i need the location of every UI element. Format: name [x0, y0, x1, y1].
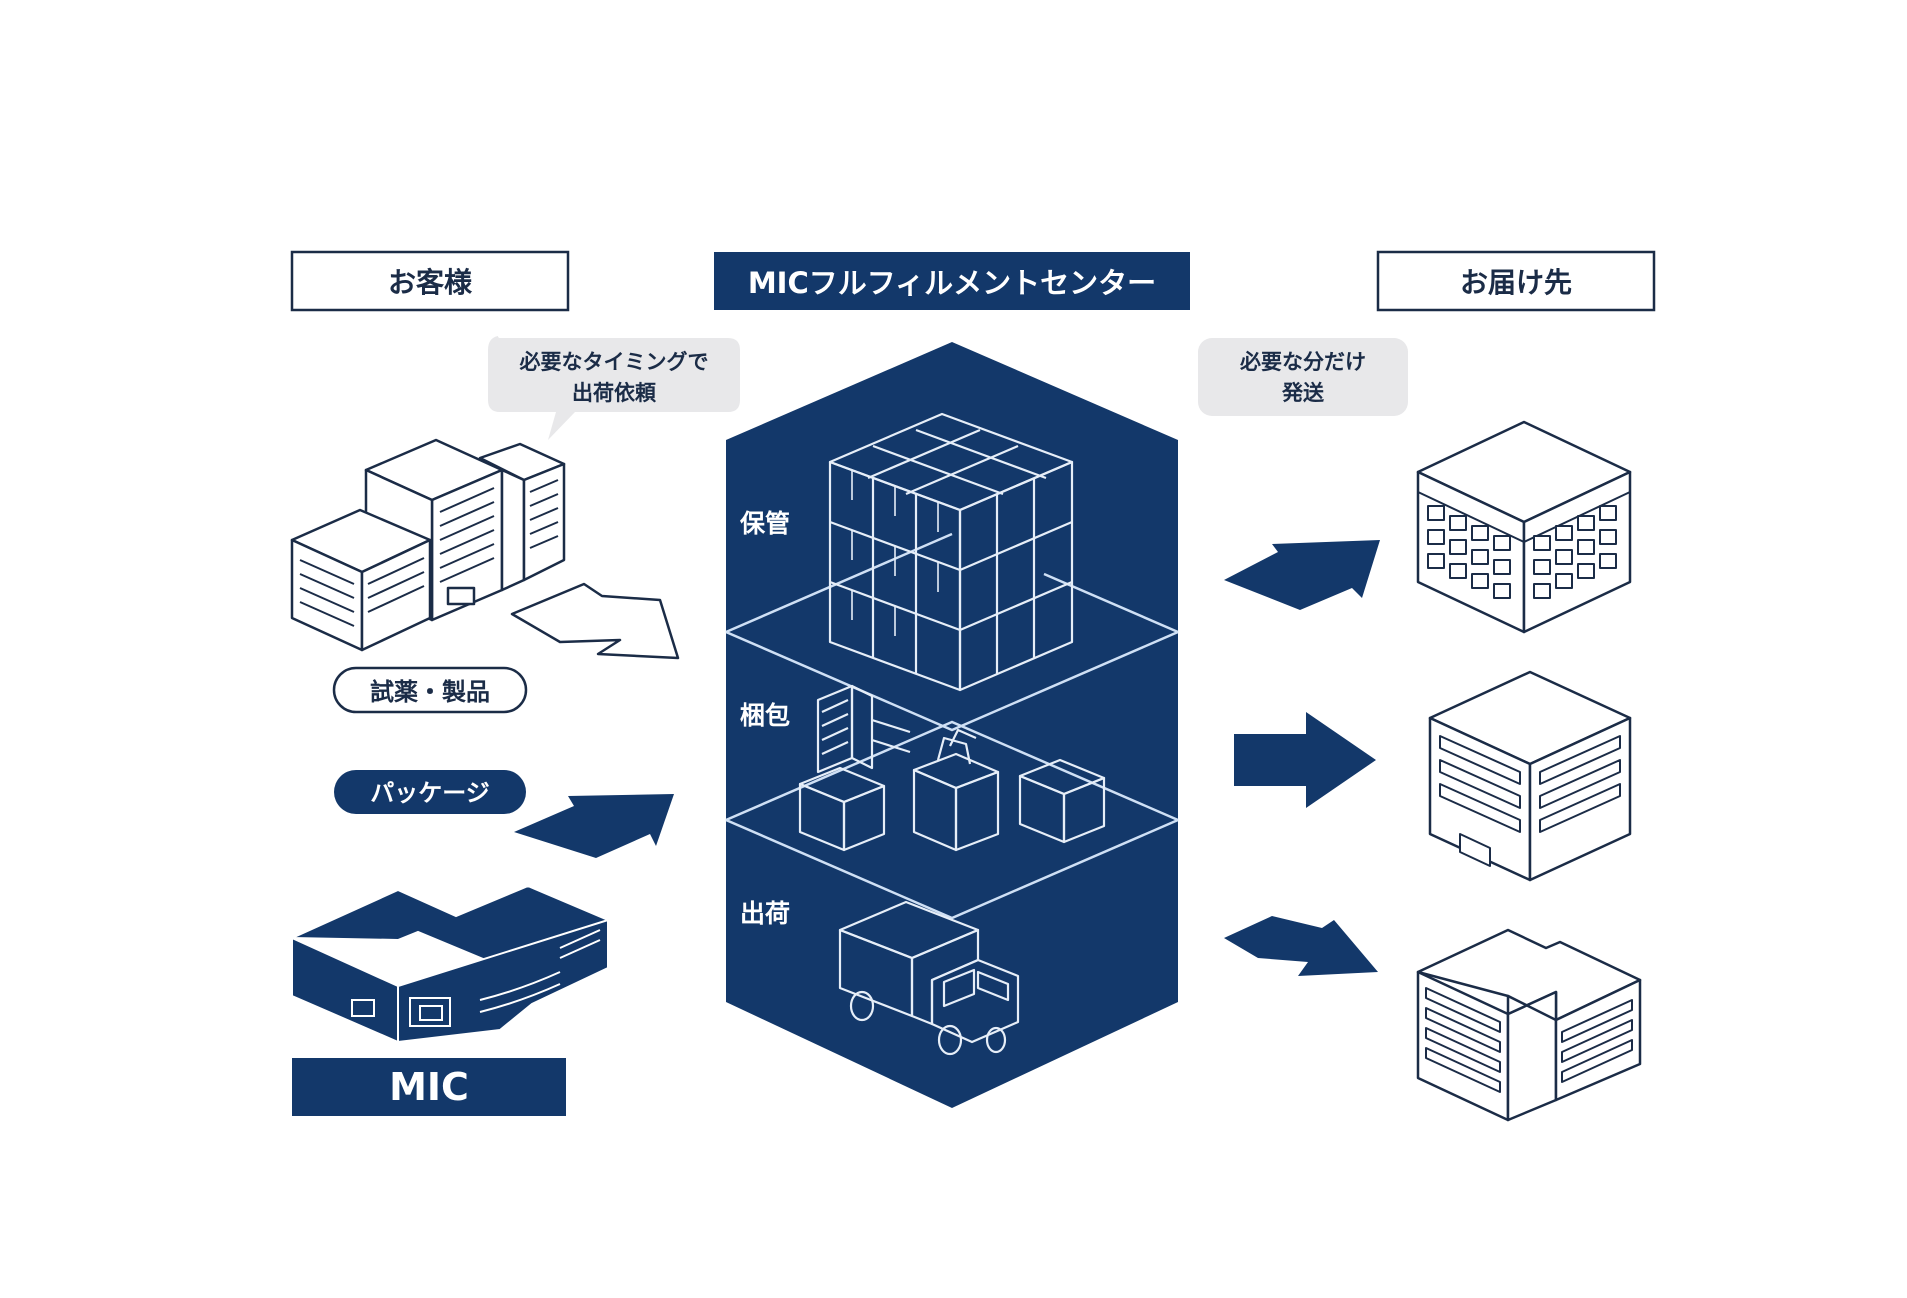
mic-text: MIC [389, 1065, 469, 1109]
outline-arrow-icon [510, 582, 680, 660]
materials-label: 試薬・製品 [332, 666, 528, 714]
destination-title: お届け先 [1460, 266, 1572, 299]
building-icon [1416, 928, 1642, 1122]
customer-speech-bubble: 必要なタイミングで 出荷依頼 [488, 336, 740, 440]
package-text: パッケージ [370, 779, 490, 807]
arrow-icon [1224, 540, 1380, 976]
customer-bubble-line2: 出荷依頼 [572, 381, 657, 405]
office-building-icon [290, 438, 566, 652]
destination-bubble-line2: 発送 [1281, 381, 1325, 405]
layer-label-packing: 梱包 [740, 701, 790, 730]
center-title: MICフルフィルメントセンター [748, 266, 1156, 300]
building-icon [1428, 670, 1632, 882]
factory-icon [291, 884, 611, 1044]
customer-bubble-line1: 必要なタイミングで [520, 350, 709, 374]
layer-label-storage: 保管 [739, 509, 790, 538]
package-label: パッケージ [334, 770, 526, 814]
center-header: MICフルフィルメントセンター [714, 252, 1190, 310]
destination-bubble-line1: 必要な分だけ [1240, 350, 1366, 374]
materials-text: 試薬・製品 [370, 678, 490, 706]
stacked-boxes-icon [828, 412, 1074, 692]
mic-label: MIC [292, 1058, 566, 1116]
fulfillment-center-hexagon: 保管 梱包 出荷 [725, 342, 1179, 1108]
destination-header: お届け先 [1376, 250, 1656, 312]
customer-header: お客様 [290, 250, 570, 312]
building-icon [1416, 420, 1632, 634]
customer-title: お客様 [388, 266, 473, 299]
delivery-truck-icon [838, 900, 1020, 1056]
solid-arrow-icon [514, 794, 674, 858]
layer-label-shipping: 出荷 [740, 899, 790, 928]
destination-speech-bubble: 必要な分だけ 発送 [1198, 338, 1408, 416]
packing-boxes-icon [798, 684, 1106, 852]
